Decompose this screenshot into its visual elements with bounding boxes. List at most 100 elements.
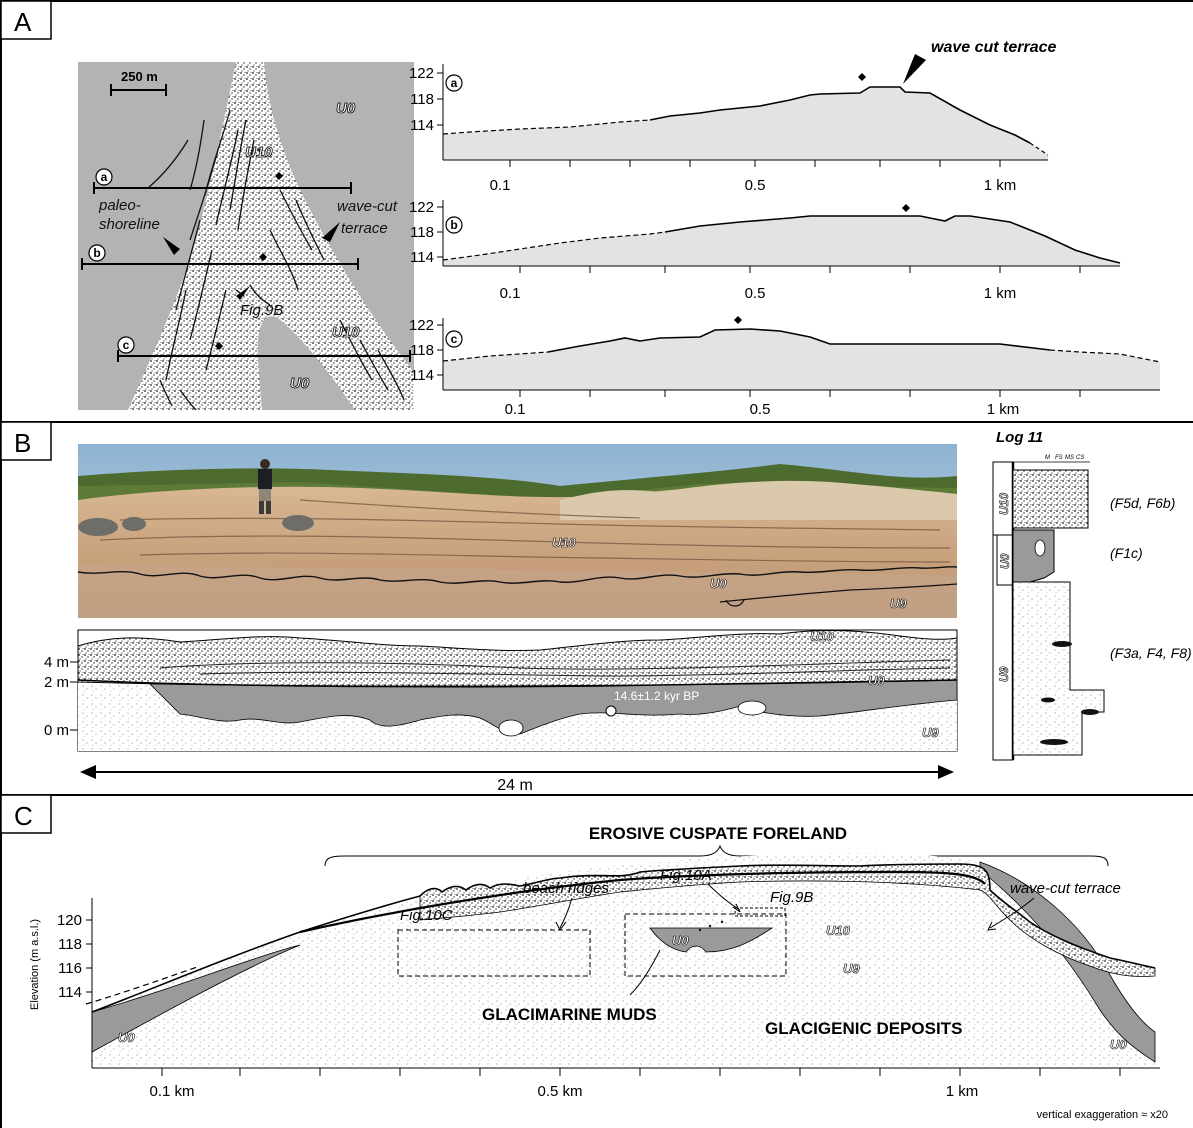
fig10c-box xyxy=(397,929,591,977)
profile-c-fill xyxy=(443,329,1160,390)
log-grain-m: M xyxy=(1045,455,1050,461)
section-u0-mid xyxy=(649,927,774,953)
profile-c-x-1km: 1 km xyxy=(987,401,1020,418)
sketch-date: 14.6±1.2 kyr BP xyxy=(614,689,699,703)
fig9b-box xyxy=(734,907,786,917)
profile-b-y-114: 114 xyxy=(410,249,434,266)
fig9b-label: Fig.9B xyxy=(770,889,813,906)
section-u0-left xyxy=(91,944,301,1053)
log-11: Log 11 M FS MS CS U10 U0 U9 (F5d, F6b) xyxy=(992,429,1192,761)
profile-a-diamond xyxy=(858,73,866,81)
profile-b-x-1km: 1 km xyxy=(984,285,1017,302)
section-x-01: 0.1 km xyxy=(149,1083,194,1100)
panel-a-label: A xyxy=(14,7,32,37)
person xyxy=(258,459,272,514)
transect-b-label: b xyxy=(93,246,100,260)
profile-a: 122 118 114 0.1 0.5 1 km a wave cut terr… xyxy=(409,39,1057,194)
log-u9-block xyxy=(1012,581,1105,756)
profile-b: 122 118 114 0.1 0.5 1 km b xyxy=(409,199,1121,302)
profile-a-fill xyxy=(443,87,1048,160)
paleo-shoreline-line2: shoreline xyxy=(99,216,160,233)
profile-b-x-01: 0.1 xyxy=(500,285,521,302)
profile-c-y-118: 118 xyxy=(410,342,434,359)
map-sand-body xyxy=(128,62,414,410)
section-u0-right-label: U0 xyxy=(1110,1037,1127,1052)
section-y-118: 118 xyxy=(58,936,82,953)
map-arrows xyxy=(163,222,340,300)
profile-a-y-122: 122 xyxy=(409,65,434,82)
section-u9 xyxy=(92,853,1155,1066)
section-u10: U10 xyxy=(826,923,851,938)
section-y-116: 116 xyxy=(58,960,82,977)
fig10a-label: Fig.10A xyxy=(660,867,712,884)
profile-a-y-114: 114 xyxy=(410,117,434,134)
sketch-y-2m: 2 m xyxy=(44,674,69,691)
profile-a-x-01: 0.1 xyxy=(490,177,511,194)
sketch-u10: U10 xyxy=(810,629,835,644)
section-u9-label: U9 xyxy=(843,961,860,976)
profile-b-line xyxy=(664,215,1121,264)
glacimarine-label: GLACIMARINE MUDS xyxy=(482,1005,657,1024)
width-label: 24 m xyxy=(497,777,533,794)
section-x-1km: 1 km xyxy=(946,1083,979,1100)
log-facies-u9: (F3a, F4, F8) xyxy=(1110,645,1192,661)
log-u0-block xyxy=(1012,529,1055,583)
profile-c-y-114: 114 xyxy=(410,367,434,384)
profile-b-fill xyxy=(443,216,1120,266)
profile-c-x-05: 0.5 xyxy=(750,401,771,418)
map-u0-bottom: U0 xyxy=(290,375,310,392)
transect-c-label: c xyxy=(123,338,130,352)
beach-ridges-label: beach ridges xyxy=(523,880,609,897)
sample-point xyxy=(605,705,617,717)
profile-b-x-05: 0.5 xyxy=(745,285,766,302)
profile-a-marker: a xyxy=(451,76,458,90)
profile-b-y-118: 118 xyxy=(410,224,434,241)
profile-b-y-122: 122 xyxy=(409,199,434,216)
fig10a-box xyxy=(624,913,787,977)
profile-a-y-118: 118 xyxy=(410,91,434,108)
log-u10-label: U10 xyxy=(997,493,1011,515)
section-y-120: 120 xyxy=(57,912,82,929)
vertical-exaggeration: vertical exaggeration ≈ x20 xyxy=(1037,1109,1168,1121)
width-arrow xyxy=(80,765,954,779)
log-title: Log 11 xyxy=(996,429,1043,446)
map-transects xyxy=(81,182,411,362)
profile-c-x-01: 0.1 xyxy=(505,401,526,418)
section-x-05: 0.5 km xyxy=(537,1083,582,1100)
profile-a-x-1km: 1 km xyxy=(984,177,1017,194)
section-y-114: 114 xyxy=(58,984,82,1001)
log-grain-fs: FS xyxy=(1055,455,1063,461)
profile-c-y-122: 122 xyxy=(409,317,434,334)
profile-a-line xyxy=(649,86,1031,144)
panel-c-label: C xyxy=(14,801,33,831)
map-u10-top: U10 xyxy=(245,144,273,161)
map-fig-ref: Fig.9B xyxy=(240,302,283,319)
panel-b-label: B xyxy=(14,428,31,458)
paleo-shoreline-line1: paleo- xyxy=(98,197,141,214)
panel-c-cross-section: EROSIVE CUSPATE FORELAND xyxy=(29,824,1168,1121)
profile-c: 122 118 114 0.1 0.5 1 km c xyxy=(409,316,1161,418)
log-grain-ms: MS xyxy=(1065,455,1074,461)
section-surface xyxy=(91,863,1156,1013)
outcrop-sketch: 14.6±1.2 kyr BP U10 U0 U9 4 m 2 m 0 m 24… xyxy=(44,629,958,794)
map-u0-top: U0 xyxy=(336,100,356,117)
sketch-y-0m: 0 m xyxy=(44,722,69,739)
log-facies-u10: (F5d, F6b) xyxy=(1110,495,1175,511)
log-u9-label: U9 xyxy=(997,666,1011,682)
section-u0-left-label: U0 xyxy=(118,1030,135,1045)
transect-a-label: a xyxy=(101,170,108,184)
map-shoreline-strokes xyxy=(147,109,405,411)
profile-c-line xyxy=(547,328,1051,353)
log-u10-block xyxy=(1012,469,1089,529)
photo-u9: U9 xyxy=(890,596,907,611)
panel-label-boxes xyxy=(0,0,52,834)
sketch-y-4m: 4 m xyxy=(44,654,69,671)
map-scale-bar xyxy=(110,84,167,96)
glacigenic-label: GLACIGENIC DEPOSITS xyxy=(765,1019,962,1038)
outcrop-photo: U10 U0 U9 xyxy=(77,444,958,618)
log-u0-label: U0 xyxy=(998,553,1012,569)
profile-b-marker: b xyxy=(450,218,457,232)
profile-b-diamond xyxy=(902,204,910,212)
map-annotations: paleo- shoreline wave-cut terrace Fig.9B xyxy=(98,197,398,319)
